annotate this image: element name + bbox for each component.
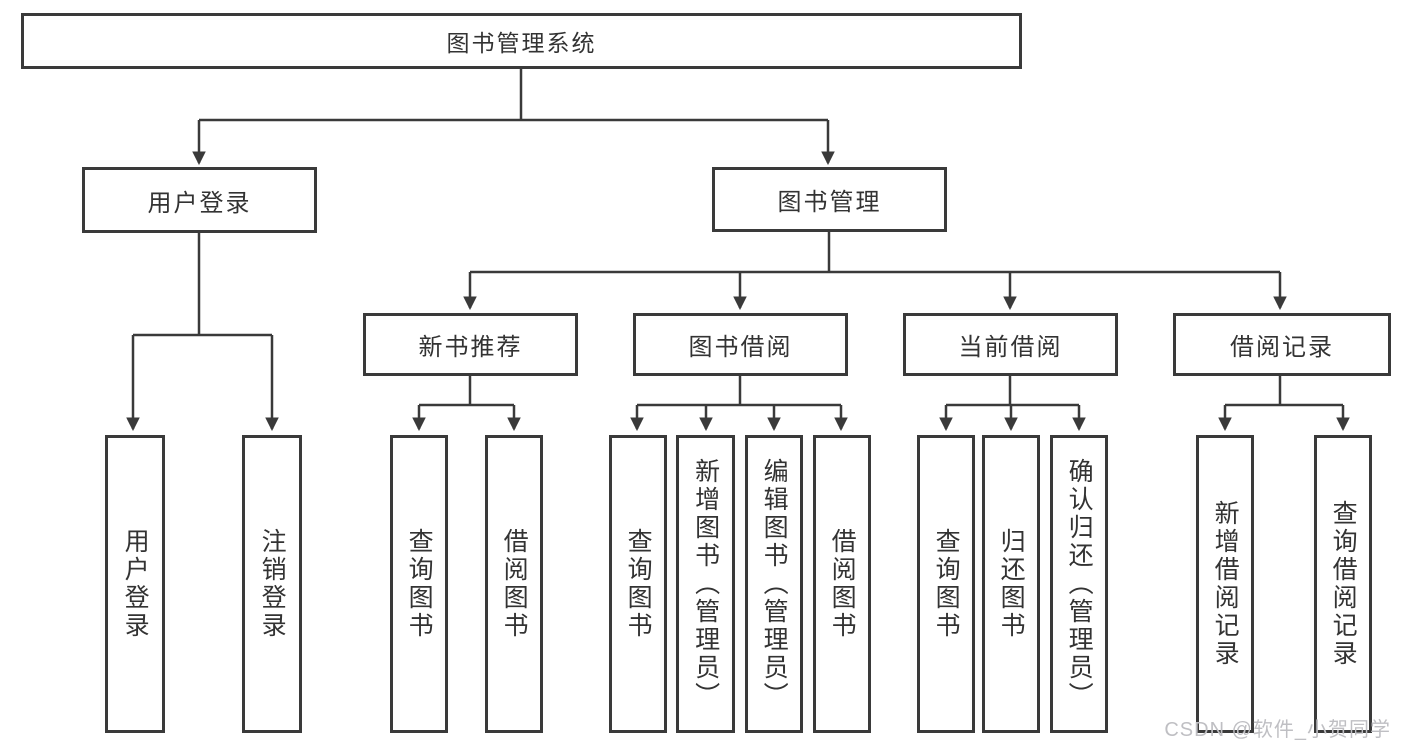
leaf-borrow-query-books-label: 查询图书 xyxy=(624,528,653,640)
leaf-logout: 注销登录 xyxy=(242,435,302,733)
leaf-confirm-return-admin: 确认归还（管理员） xyxy=(1050,435,1108,733)
leaf-query-borrow-record: 查询借阅记录 xyxy=(1314,435,1372,733)
node-user-login: 用户登录 xyxy=(82,167,317,233)
leaf-current-query-books-label: 查询图书 xyxy=(932,528,961,640)
leaf-edit-books-admin: 编辑图书（管理员） xyxy=(745,435,803,733)
leaf-borrow-query-books: 查询图书 xyxy=(609,435,667,733)
node-current-borrow: 当前借阅 xyxy=(903,313,1118,376)
leaf-borrow-books: 借阅图书 xyxy=(813,435,871,733)
leaf-add-books-admin: 新增图书（管理员） xyxy=(676,435,735,733)
leaf-add-borrow-record-label: 新增借阅记录 xyxy=(1211,500,1240,668)
leaf-add-books-admin-label: 新增图书（管理员） xyxy=(691,458,720,710)
node-book-management: 图书管理 xyxy=(712,167,947,232)
leaf-borrow-books-label: 借阅图书 xyxy=(828,528,857,640)
node-book-borrow-label: 图书借阅 xyxy=(688,334,793,361)
csdn-watermark: CSDN @软件_小贺同学 xyxy=(1164,719,1391,741)
leaf-newbook-query-books: 查询图书 xyxy=(390,435,448,733)
node-borrow-record: 借阅记录 xyxy=(1173,313,1391,376)
node-book-management-label: 图书管理 xyxy=(777,189,882,216)
node-root-system: 图书管理系统 xyxy=(21,13,1022,69)
leaf-user-login-label: 用户登录 xyxy=(121,528,150,640)
leaf-edit-books-admin-label: 编辑图书（管理员） xyxy=(760,458,789,710)
node-new-book-recommend: 新书推荐 xyxy=(363,313,578,376)
leaf-return-books-label: 归还图书 xyxy=(997,528,1026,640)
node-root-label: 图书管理系统 xyxy=(446,30,597,56)
leaf-user-login: 用户登录 xyxy=(105,435,165,733)
leaf-current-query-books: 查询图书 xyxy=(917,435,975,733)
leaf-newbook-borrow-books-label: 借阅图书 xyxy=(500,528,529,640)
leaf-query-borrow-record-label: 查询借阅记录 xyxy=(1329,500,1358,668)
leaf-logout-label: 注销登录 xyxy=(258,528,287,640)
node-borrow-record-label: 借阅记录 xyxy=(1230,334,1334,361)
node-current-borrow-label: 当前借阅 xyxy=(958,334,1063,361)
node-user-login-label: 用户登录 xyxy=(147,189,252,217)
node-new-book-recommend-label: 新书推荐 xyxy=(418,334,523,361)
leaf-add-borrow-record: 新增借阅记录 xyxy=(1196,435,1254,733)
leaf-confirm-return-admin-label: 确认归还（管理员） xyxy=(1065,458,1094,710)
node-book-borrow: 图书借阅 xyxy=(633,313,848,376)
leaf-newbook-borrow-books: 借阅图书 xyxy=(485,435,543,733)
leaf-return-books: 归还图书 xyxy=(982,435,1040,733)
leaf-newbook-query-books-label: 查询图书 xyxy=(405,528,434,640)
